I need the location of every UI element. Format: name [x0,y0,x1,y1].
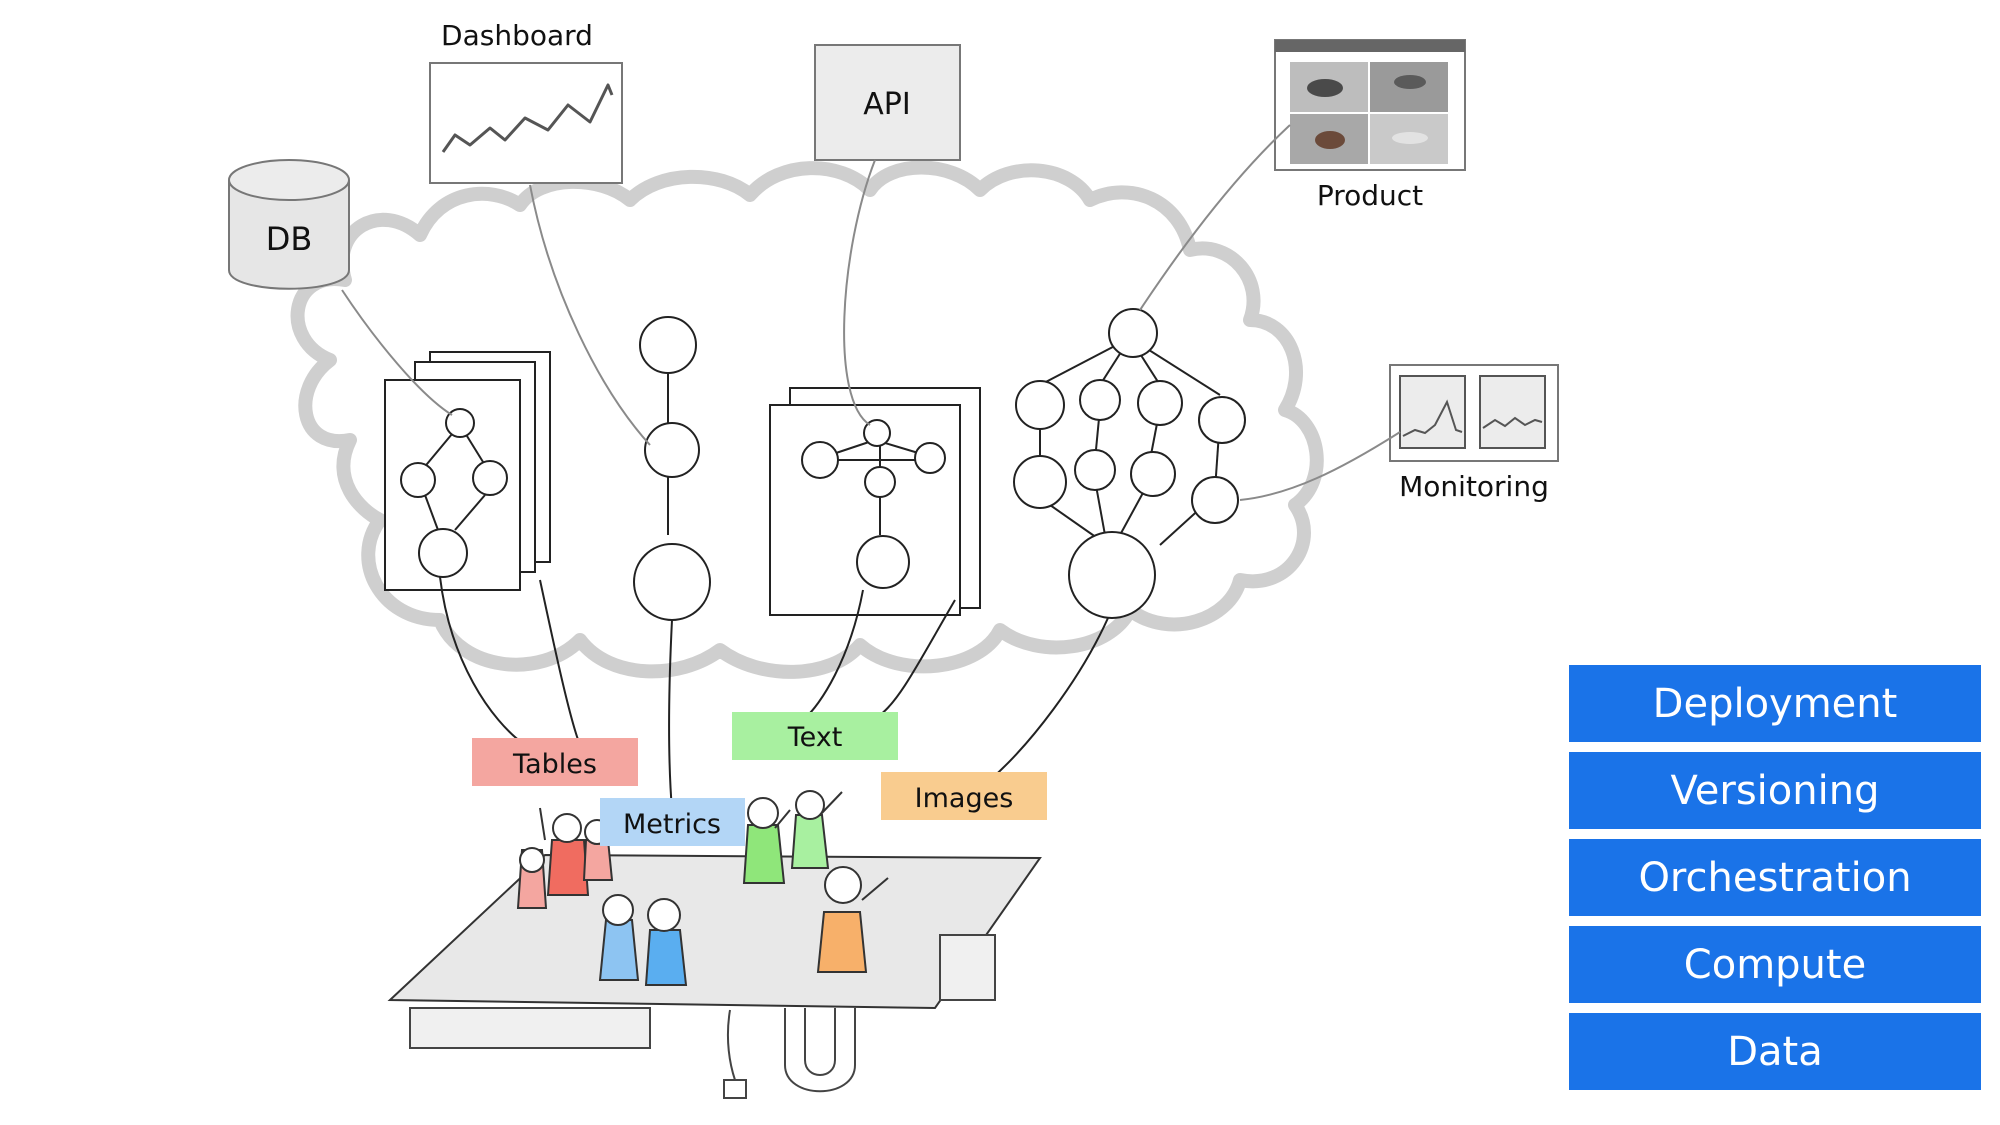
svg-text:Text: Text [787,722,843,753]
monitoring-panel: Monitoring [1389,364,1559,503]
cloud-outline [290,160,1324,679]
layer-deployment: Deployment [1569,665,1981,742]
layer-orchestration: Orchestration [1569,839,1981,916]
db-cylinder: DB [228,159,350,290]
team-table [387,853,1042,1099]
svg-text:Tables: Tables [512,749,597,780]
monitoring-label: Monitoring [1399,470,1549,503]
pipeline-3-pages [769,387,981,616]
product-label: Product [1317,179,1423,212]
infrastructure-stack: Deployment Versioning Orchestration Comp… [1569,665,1981,1100]
layer-data: Data [1569,1013,1981,1090]
pipeline-2-chain [633,316,711,621]
pipeline-4-network [1013,308,1246,619]
product-window: Product [1274,39,1466,212]
person-orange [816,911,868,973]
person-blue-1 [598,919,640,981]
svg-text:Images: Images [915,783,1014,814]
person-red-2 [546,839,590,896]
api-label: API [863,87,910,122]
tag-images: Images [881,772,1047,820]
dashboard-trend-line [441,83,614,153]
layer-versioning: Versioning [1569,752,1981,829]
person-green-1 [742,824,786,884]
layer-compute: Compute [1569,926,1981,1003]
tag-tables: Tables [472,738,638,786]
pipeline-1-pages [384,351,551,591]
person-green-2 [790,814,830,869]
svg-text:Metrics: Metrics [623,809,721,840]
tag-metrics: Metrics [600,798,745,846]
people-group [516,790,889,986]
tag-text: Text [732,712,898,760]
person-blue-2 [644,929,688,986]
connector-lines [341,124,1401,501]
db-label: DB [266,220,313,258]
dashboard-label: Dashboard [441,19,593,52]
api-box: API [814,44,961,161]
dashboard-panel: Dashboard [429,19,623,184]
